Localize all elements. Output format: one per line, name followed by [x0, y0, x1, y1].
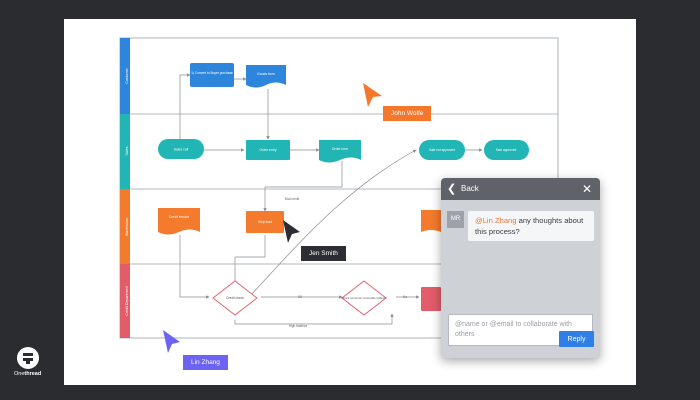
- connector: [234, 313, 394, 325]
- shape-label: Sale approved: [496, 148, 517, 152]
- shape-sales-approved[interactable]: [419, 140, 465, 160]
- comment-text: @Lin Zhang any thoughts about this proce…: [475, 216, 590, 237]
- cursor-label-lin: Lin Zhang: [183, 355, 228, 370]
- shape-label: Goods from: [257, 72, 275, 76]
- shape-label: Order form: [332, 147, 349, 151]
- shape-ship-goods[interactable]: [246, 211, 284, 233]
- lane-header-sales[interactable]: [120, 114, 130, 189]
- avatar: MR: [447, 211, 464, 228]
- edge-label-bad-credit: Bad credit: [285, 197, 299, 201]
- shape-label: Check accounts receivable balance: [341, 296, 387, 300]
- cursor-arrow-icon: [283, 220, 300, 243]
- lane-header-warehouse[interactable]: [120, 189, 130, 264]
- shape-label: Sales call: [174, 148, 189, 152]
- lane-header-customer[interactable]: [120, 38, 130, 114]
- connector: [263, 161, 343, 212]
- shape-label: Sale not approved: [429, 148, 455, 152]
- logo-word-thread: thread: [24, 371, 42, 377]
- swimlane-diagram: Customer Sales Warehouse Credit Departme…: [119, 37, 559, 353]
- shape-label: Ship load: [258, 220, 272, 224]
- onethread-logo: Onethread: [14, 347, 44, 381]
- shape-credit-status[interactable]: [421, 287, 441, 311]
- logo-mark: [17, 347, 39, 369]
- edge-label-high-balance: High balance: [289, 324, 308, 328]
- cursor-arrow-icon: [163, 330, 180, 353]
- shape-label: 1) Convert to Buyer purchase: [191, 71, 233, 75]
- reply-button[interactable]: Reply: [559, 331, 594, 347]
- shape-check-credit[interactable]: [212, 280, 258, 316]
- shape-label: Order entry: [259, 148, 276, 152]
- shape-order-form[interactable]: [319, 140, 361, 163]
- shape-customer-request[interactable]: [190, 63, 234, 87]
- lane-label-customer: Customer: [125, 67, 129, 83]
- shape-sale-approved[interactable]: [484, 140, 529, 160]
- lane-label-sales: Sales: [125, 146, 129, 155]
- edge-label-no: No: [403, 295, 407, 299]
- cursor-label-jen: Jen Smith: [301, 246, 346, 261]
- connector: [179, 235, 210, 299]
- lane-label-warehouse: Warehouse: [125, 218, 129, 236]
- shape-order-entry[interactable]: [246, 140, 290, 160]
- comment-message: any thoughts about this process?: [475, 216, 584, 236]
- close-icon[interactable]: ✕: [581, 182, 592, 196]
- back-button[interactable]: Back: [461, 184, 479, 193]
- lane-header-credit[interactable]: [120, 264, 130, 338]
- connector: [179, 73, 191, 143]
- cursor-label-john: John Wolfe: [383, 106, 432, 121]
- cursor-arrow-icon: [363, 83, 382, 107]
- connector: [248, 149, 417, 298]
- comment-mention[interactable]: @Lin Zhang: [475, 216, 517, 225]
- shape-label: Credit invoice: [169, 215, 190, 219]
- chevron-left-icon[interactable]: ❮: [447, 183, 457, 195]
- shape-goods-receive[interactable]: [158, 208, 200, 235]
- edge-label-ok: OK: [298, 295, 303, 299]
- shape-warehouse-partial[interactable]: [421, 210, 441, 232]
- shape-goods-from[interactable]: [246, 65, 286, 88]
- logo-text: Onethread: [14, 371, 41, 377]
- comment-panel-header: ❮ Back ✕: [441, 178, 600, 200]
- lane-label-credit: Credit Department: [125, 286, 129, 315]
- logo-word-one: One: [14, 371, 25, 377]
- logo-glyph-icon: [23, 353, 33, 364]
- comment-bubble: @Lin Zhang any thoughts about this proce…: [468, 211, 594, 241]
- connector: [233, 235, 266, 286]
- shape-check-receivable[interactable]: [341, 280, 387, 316]
- shape-label: Credit check: [226, 296, 244, 300]
- shape-sales-call[interactable]: [158, 139, 204, 159]
